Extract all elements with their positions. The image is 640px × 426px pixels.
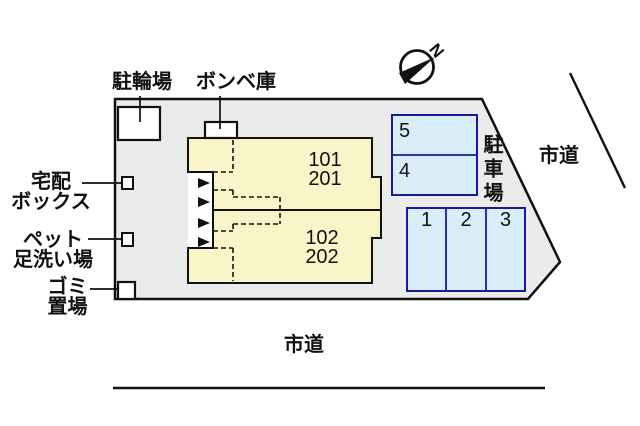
entrance-arrow-icon xyxy=(198,197,210,207)
bicycle-parking-label: 駐輪場 xyxy=(112,71,172,93)
pet-wash-marker xyxy=(121,232,134,247)
delivery-box-marker xyxy=(121,176,134,190)
parking-space-4: 4 xyxy=(399,160,411,182)
garbage-label-line1: ゴミ xyxy=(47,276,88,298)
unit-numbers-upper: 101 201 xyxy=(299,149,351,190)
garbage-marker xyxy=(116,280,137,301)
unit-numbers-lower: 102 202 xyxy=(296,227,348,268)
unit-202: 202 xyxy=(305,246,339,268)
road-line-right xyxy=(568,72,627,189)
garbage-label: ゴミ 置場 xyxy=(40,277,95,317)
parking-lot-label: 駐車場 xyxy=(480,134,502,206)
pet-wash-label-line2: 足洗い場 xyxy=(13,249,93,271)
pet-wash-label: ペット 足洗い場 xyxy=(6,230,100,270)
unit-102: 102 xyxy=(305,227,339,249)
entrance-arrow-icon xyxy=(198,237,210,247)
pet-wash-label-line1: ペット xyxy=(23,229,83,251)
parking-space-5: 5 xyxy=(399,120,411,142)
gas-storage-box xyxy=(203,120,239,140)
delivery-box-label: 宅配 ボックス xyxy=(4,172,98,212)
gas-storage-label: ボンベ庫 xyxy=(196,71,276,93)
entrance-arrow-icon xyxy=(198,178,210,188)
unit-201: 201 xyxy=(308,168,342,190)
parking-block-lower xyxy=(406,207,526,292)
garbage-label-line2: 置場 xyxy=(47,296,88,318)
delivery-box-label-line1: 宅配 xyxy=(31,171,71,193)
road-bottom-label: 市道 xyxy=(284,334,324,356)
bicycle-parking-box xyxy=(116,105,162,142)
road-right-label: 市道 xyxy=(539,145,579,167)
parking-space-1: 1 xyxy=(420,209,433,231)
parking-space-3: 3 xyxy=(499,209,512,231)
compass-icon xyxy=(399,49,435,85)
entrance-arrow-icon xyxy=(198,218,210,228)
delivery-box-label-line2: ボックス xyxy=(11,191,91,213)
entrance-path-dashed xyxy=(213,140,281,281)
parking-space-2: 2 xyxy=(460,209,472,231)
unit-101: 101 xyxy=(308,149,342,171)
